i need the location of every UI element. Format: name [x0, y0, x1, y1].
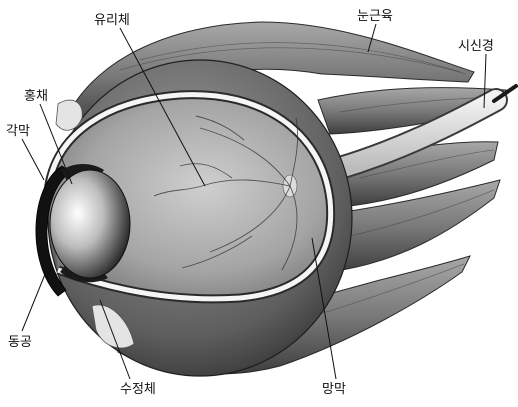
- cornea-leader: [22, 139, 44, 180]
- label-eye-muscle: 눈근육: [357, 9, 393, 24]
- label-iris: 홍채: [24, 89, 48, 104]
- label-optic-nerve: 시신경: [458, 39, 494, 54]
- label-pupil: 동공: [8, 335, 32, 350]
- label-cornea: 각막: [6, 124, 30, 139]
- lens: [50, 170, 130, 278]
- label-lens: 수정체: [120, 382, 156, 397]
- pupil-leader: [22, 262, 50, 331]
- label-vitreous: 유리체: [94, 13, 130, 28]
- label-retina: 망막: [322, 382, 346, 397]
